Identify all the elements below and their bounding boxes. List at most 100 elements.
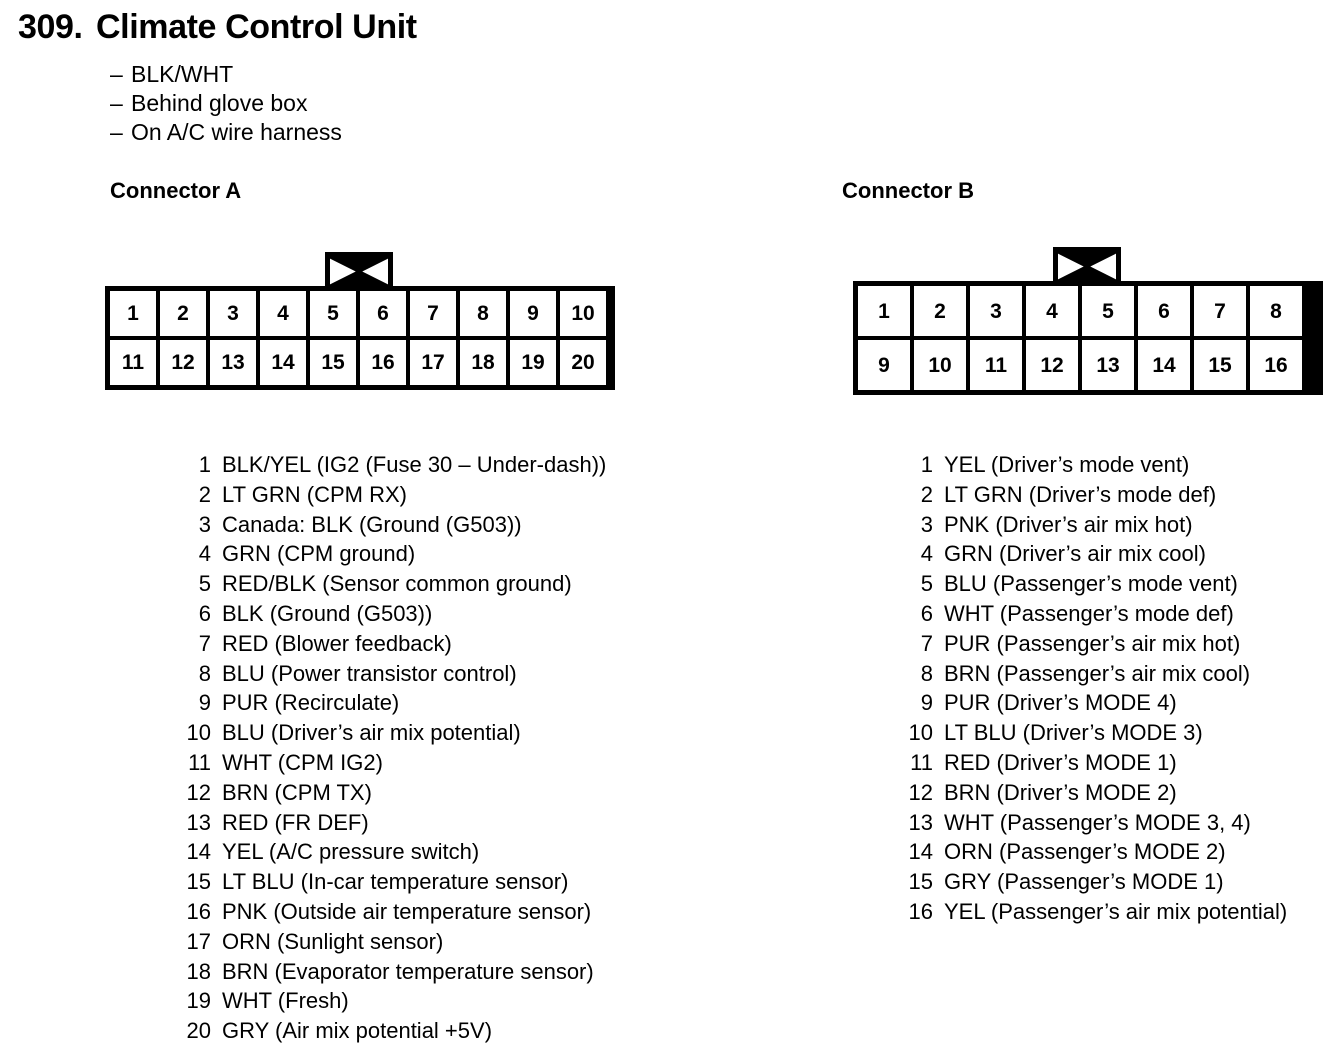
pin-list-item: 9 PUR (Recirculate) [180, 688, 606, 718]
spec-list: –BLK/WHT–Behind glove box–On A/C wire ha… [110, 60, 342, 147]
latch-bowtie-icon [325, 252, 393, 286]
pin-cell[interactable]: 16 [360, 340, 406, 385]
dash-bullet-icon: – [110, 90, 123, 116]
pin-description: LT GRN (Driver’s mode def) [944, 481, 1217, 507]
pin-cell[interactable]: 2 [160, 291, 206, 336]
pin-cell[interactable]: 7 [1194, 286, 1246, 336]
connector-a-heading: Connector A [110, 178, 242, 203]
pin-description: LT GRN (CPM RX) [222, 481, 407, 507]
pin-description: ORN (Sunlight sensor) [222, 928, 444, 954]
pin-number: 14 [908, 839, 933, 865]
pin-description: BLU (Passenger’s mode vent) [944, 571, 1238, 597]
pin-cell[interactable]: 6 [1138, 286, 1190, 336]
pin-cell[interactable]: 16 [1250, 340, 1302, 390]
pin-cell[interactable]: 11 [110, 340, 156, 385]
pin-description: BLU (Driver’s air mix potential) [222, 720, 521, 746]
pin-cell[interactable]: 12 [160, 340, 206, 385]
pin-cell[interactable]: 13 [1082, 340, 1134, 390]
pin-number: 2 [198, 481, 211, 507]
pin-cell[interactable]: 10 [560, 291, 606, 336]
pin-cell[interactable]: 5 [310, 291, 356, 336]
pin-cell[interactable]: 8 [460, 291, 506, 336]
pin-cell[interactable]: 8 [1250, 286, 1302, 336]
pin-description: PNK (Outside air temperature sensor) [222, 898, 592, 924]
pin-description: LT BLU (Driver’s MODE 3) [944, 720, 1203, 746]
pin-cell[interactable]: 20 [560, 340, 606, 385]
connector-b-heading: Connector B [842, 178, 974, 203]
pin-description: PNK (Driver’s air mix hot) [944, 511, 1193, 537]
pin-description: PUR (Passenger’s air mix hot) [944, 630, 1241, 656]
pin-number: 7 [198, 630, 211, 656]
pin-number: 20 [186, 1018, 211, 1044]
spec-line: –On A/C wire harness [110, 118, 342, 147]
pin-number: 10 [186, 720, 211, 746]
pin-cell[interactable]: 19 [510, 340, 556, 385]
pin-list-item: 14 ORN (Passenger’s MODE 2) [902, 837, 1287, 867]
pin-list-item: 15 GRY (Passenger’s MODE 1) [902, 867, 1287, 897]
pin-cell[interactable]: 1 [110, 291, 156, 336]
pin-cell[interactable]: 4 [1026, 286, 1078, 336]
pin-cell[interactable]: 9 [510, 291, 556, 336]
pin-number: 9 [198, 690, 211, 716]
pin-description: WHT (Passenger’s MODE 3, 4) [944, 809, 1251, 835]
pin-number: 8 [920, 660, 933, 686]
connector-b-latch-row [853, 247, 1323, 281]
pin-cell[interactable]: 3 [970, 286, 1022, 336]
pin-number: 19 [186, 988, 211, 1014]
pin-description: GRN (CPM ground) [222, 541, 416, 567]
pin-number: 1 [198, 452, 211, 477]
pin-description: PUR (Driver’s MODE 4) [944, 690, 1177, 716]
pin-cell[interactable]: 17 [410, 340, 456, 385]
pin-number: 15 [908, 869, 933, 895]
pin-cell[interactable]: 9 [858, 340, 910, 390]
pin-description: PUR (Recirculate) [222, 690, 400, 716]
pin-cell[interactable]: 15 [1194, 340, 1246, 390]
pin-cell[interactable]: 11 [970, 340, 1022, 390]
pin-cell[interactable]: 5 [1082, 286, 1134, 336]
dash-bullet-icon: – [110, 119, 123, 145]
pin-cell[interactable]: 14 [260, 340, 306, 385]
pin-description: WHT (CPM IG2) [222, 749, 383, 775]
pin-number: 13 [186, 809, 211, 835]
pin-cell[interactable]: 3 [210, 291, 256, 336]
pin-description: RED (Blower feedback) [222, 630, 452, 656]
pin-cell[interactable]: 18 [460, 340, 506, 385]
dash-bullet-icon: – [110, 61, 123, 87]
latch-bowtie-icon [1053, 247, 1121, 281]
pin-number: 12 [186, 779, 211, 805]
pin-list-item: 10 BLU (Driver’s air mix potential) [180, 718, 606, 748]
pin-description: GRN (Driver’s air mix cool) [944, 541, 1206, 567]
pin-description: GRY (Passenger’s MODE 1) [944, 869, 1224, 895]
pin-number: 1 [920, 452, 933, 477]
pin-cell[interactable]: 10 [914, 340, 966, 390]
pin-cell[interactable]: 6 [360, 291, 406, 336]
pin-description: ORN (Passenger’s MODE 2) [944, 839, 1226, 865]
pin-cell[interactable]: 12 [1026, 340, 1078, 390]
pin-cell[interactable]: 7 [410, 291, 456, 336]
pin-description: BRN (Driver’s MODE 2) [944, 779, 1177, 805]
pin-cell[interactable]: 15 [310, 340, 356, 385]
bowtie-cutout [330, 257, 388, 286]
pin-description: YEL (A/C pressure switch) [222, 839, 480, 865]
pin-cell[interactable]: 13 [210, 340, 256, 385]
pin-cell[interactable]: 2 [914, 286, 966, 336]
pin-number: 6 [920, 600, 933, 626]
pin-number: 5 [198, 571, 211, 597]
pin-cell[interactable]: 4 [260, 291, 306, 336]
pin-cell[interactable]: 14 [1138, 340, 1190, 390]
spec-line-text: On A/C wire harness [131, 119, 342, 145]
pin-description: BRN (CPM TX) [222, 779, 372, 805]
pin-description: BRN (Passenger’s air mix cool) [944, 660, 1251, 686]
pin-description: RED (FR DEF) [222, 809, 369, 835]
pin-list-item: 13 RED (FR DEF) [180, 808, 606, 838]
pin-cell[interactable]: 1 [858, 286, 910, 336]
